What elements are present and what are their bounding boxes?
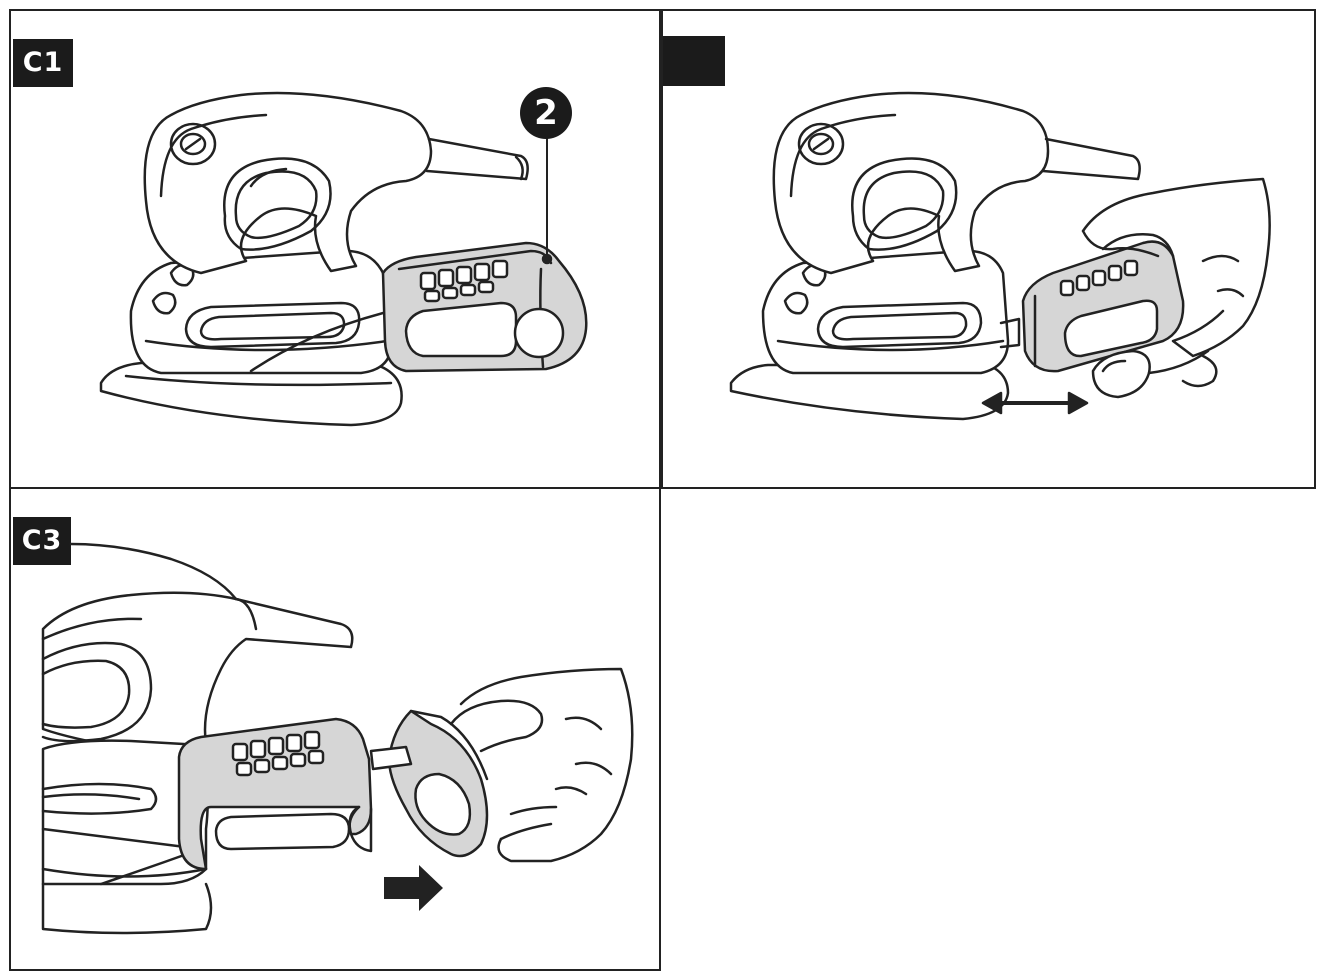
callout-number: 2 (520, 87, 572, 139)
hand-attaching-dust-box-illustration (729, 91, 1271, 421)
sander-with-dust-box-illustration (99, 91, 588, 427)
panel-label (663, 36, 725, 86)
panel-label: C3 (13, 517, 71, 565)
panel-c2 (661, 9, 1316, 489)
hand-removing-dust-box-illustration (41, 542, 634, 935)
panel-label: C1 (13, 39, 73, 87)
panel-c3: C3 (9, 487, 661, 971)
panel-c1: C1 (9, 9, 661, 489)
